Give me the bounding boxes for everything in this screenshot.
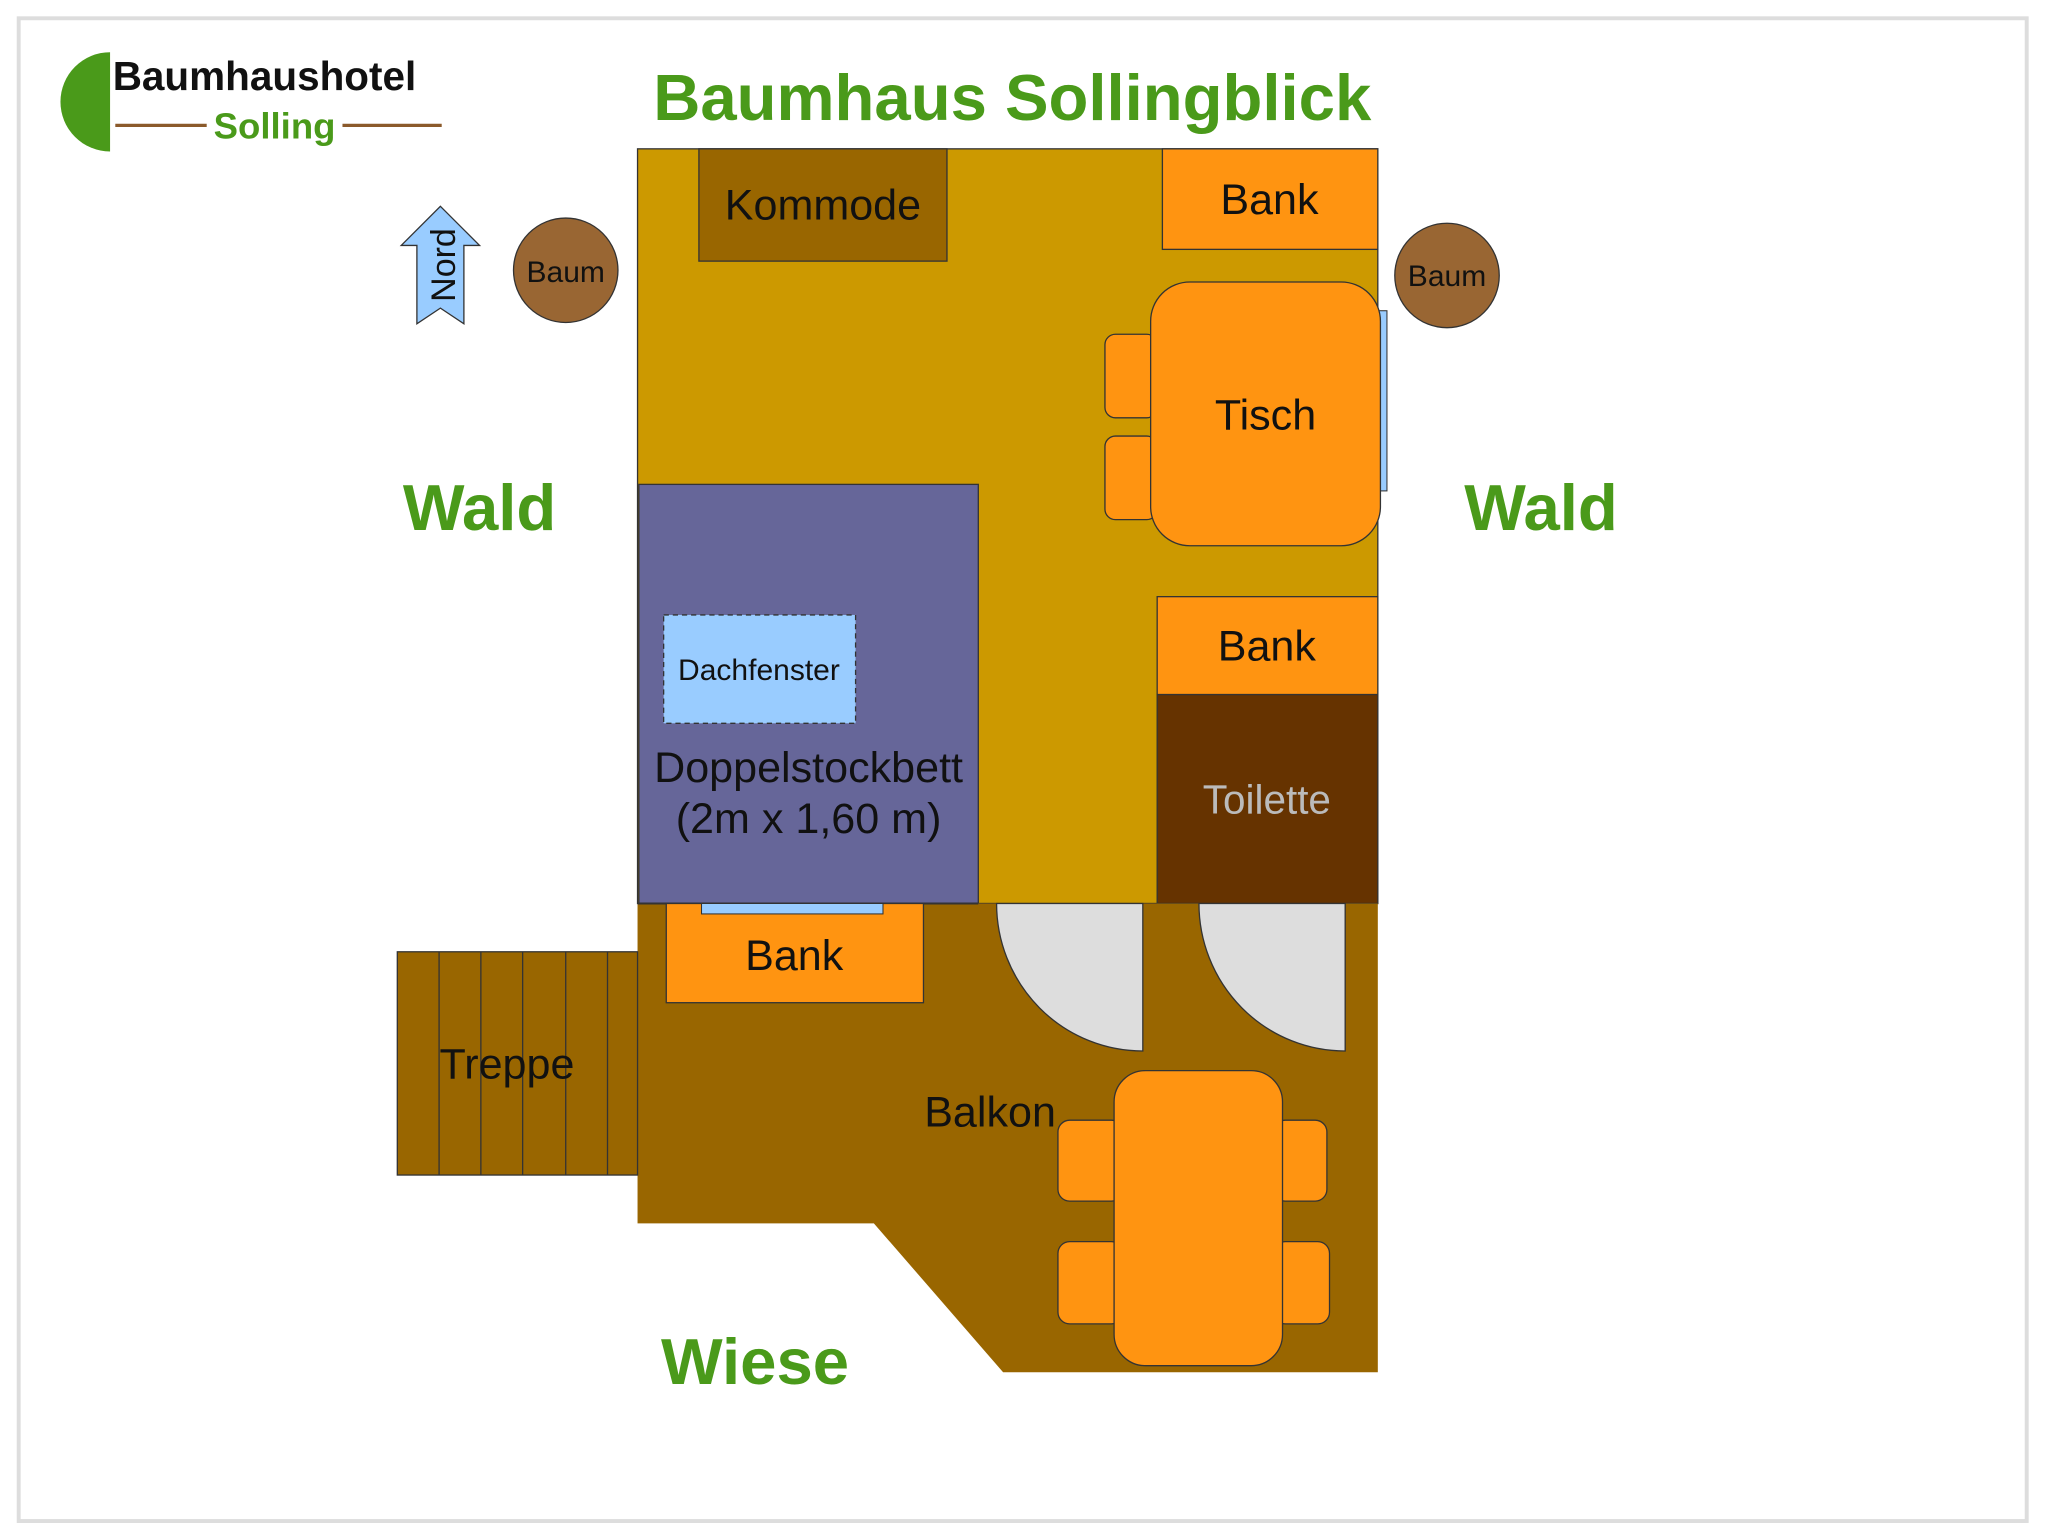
logo-name: Baumhaushotel xyxy=(113,53,417,99)
wald-east-label: Wald xyxy=(1464,471,1617,544)
north-label: Nord xyxy=(425,228,463,302)
tisch xyxy=(1149,281,1382,547)
north-arrow-icon: Nord xyxy=(399,205,482,326)
bank-mid-label: Bank xyxy=(1218,623,1317,671)
bank-balcony-label: Bank xyxy=(745,932,844,980)
wiese-label: Wiese xyxy=(661,1325,849,1398)
window xyxy=(700,902,884,915)
balcony-table xyxy=(1113,1069,1284,1367)
page-title: Baumhaus Sollingblick xyxy=(653,61,1372,134)
chair xyxy=(1104,333,1158,419)
kommode xyxy=(698,148,948,262)
balkon-label: Balkon xyxy=(924,1089,1056,1137)
bank-mid xyxy=(1156,596,1379,696)
bed-size-label: (2m x 1,60 m) xyxy=(676,795,942,843)
treppe-label: Treppe xyxy=(440,1040,575,1088)
tree-label-east: Baum xyxy=(1408,260,1486,293)
tisch-label: Tisch xyxy=(1215,392,1316,440)
wald-west-label: Wald xyxy=(403,471,556,544)
dachfenster xyxy=(663,614,857,724)
bank-top-label: Bank xyxy=(1220,176,1319,224)
chair xyxy=(1104,435,1158,521)
tree-label-west: Baum xyxy=(527,256,605,289)
door-swing-icon xyxy=(995,902,1144,1052)
kommode-label: Kommode xyxy=(725,181,921,229)
dachfenster-label: Dachfenster xyxy=(678,654,840,687)
door-swing-icon xyxy=(1198,902,1346,1052)
toilette-label: Toilette xyxy=(1203,776,1331,822)
bank-top xyxy=(1161,148,1379,251)
tree-icon xyxy=(512,217,619,324)
treppe xyxy=(396,951,639,1176)
toilette xyxy=(1156,693,1379,905)
logo-subtitle: Solling xyxy=(214,105,336,146)
bed-label: Doppelstockbett xyxy=(654,744,963,792)
tree-icon xyxy=(1394,222,1500,329)
logo-half-circle-icon xyxy=(60,52,111,152)
bank-balcony xyxy=(665,902,925,1004)
logo: Baumhaushotel Solling xyxy=(60,52,442,152)
